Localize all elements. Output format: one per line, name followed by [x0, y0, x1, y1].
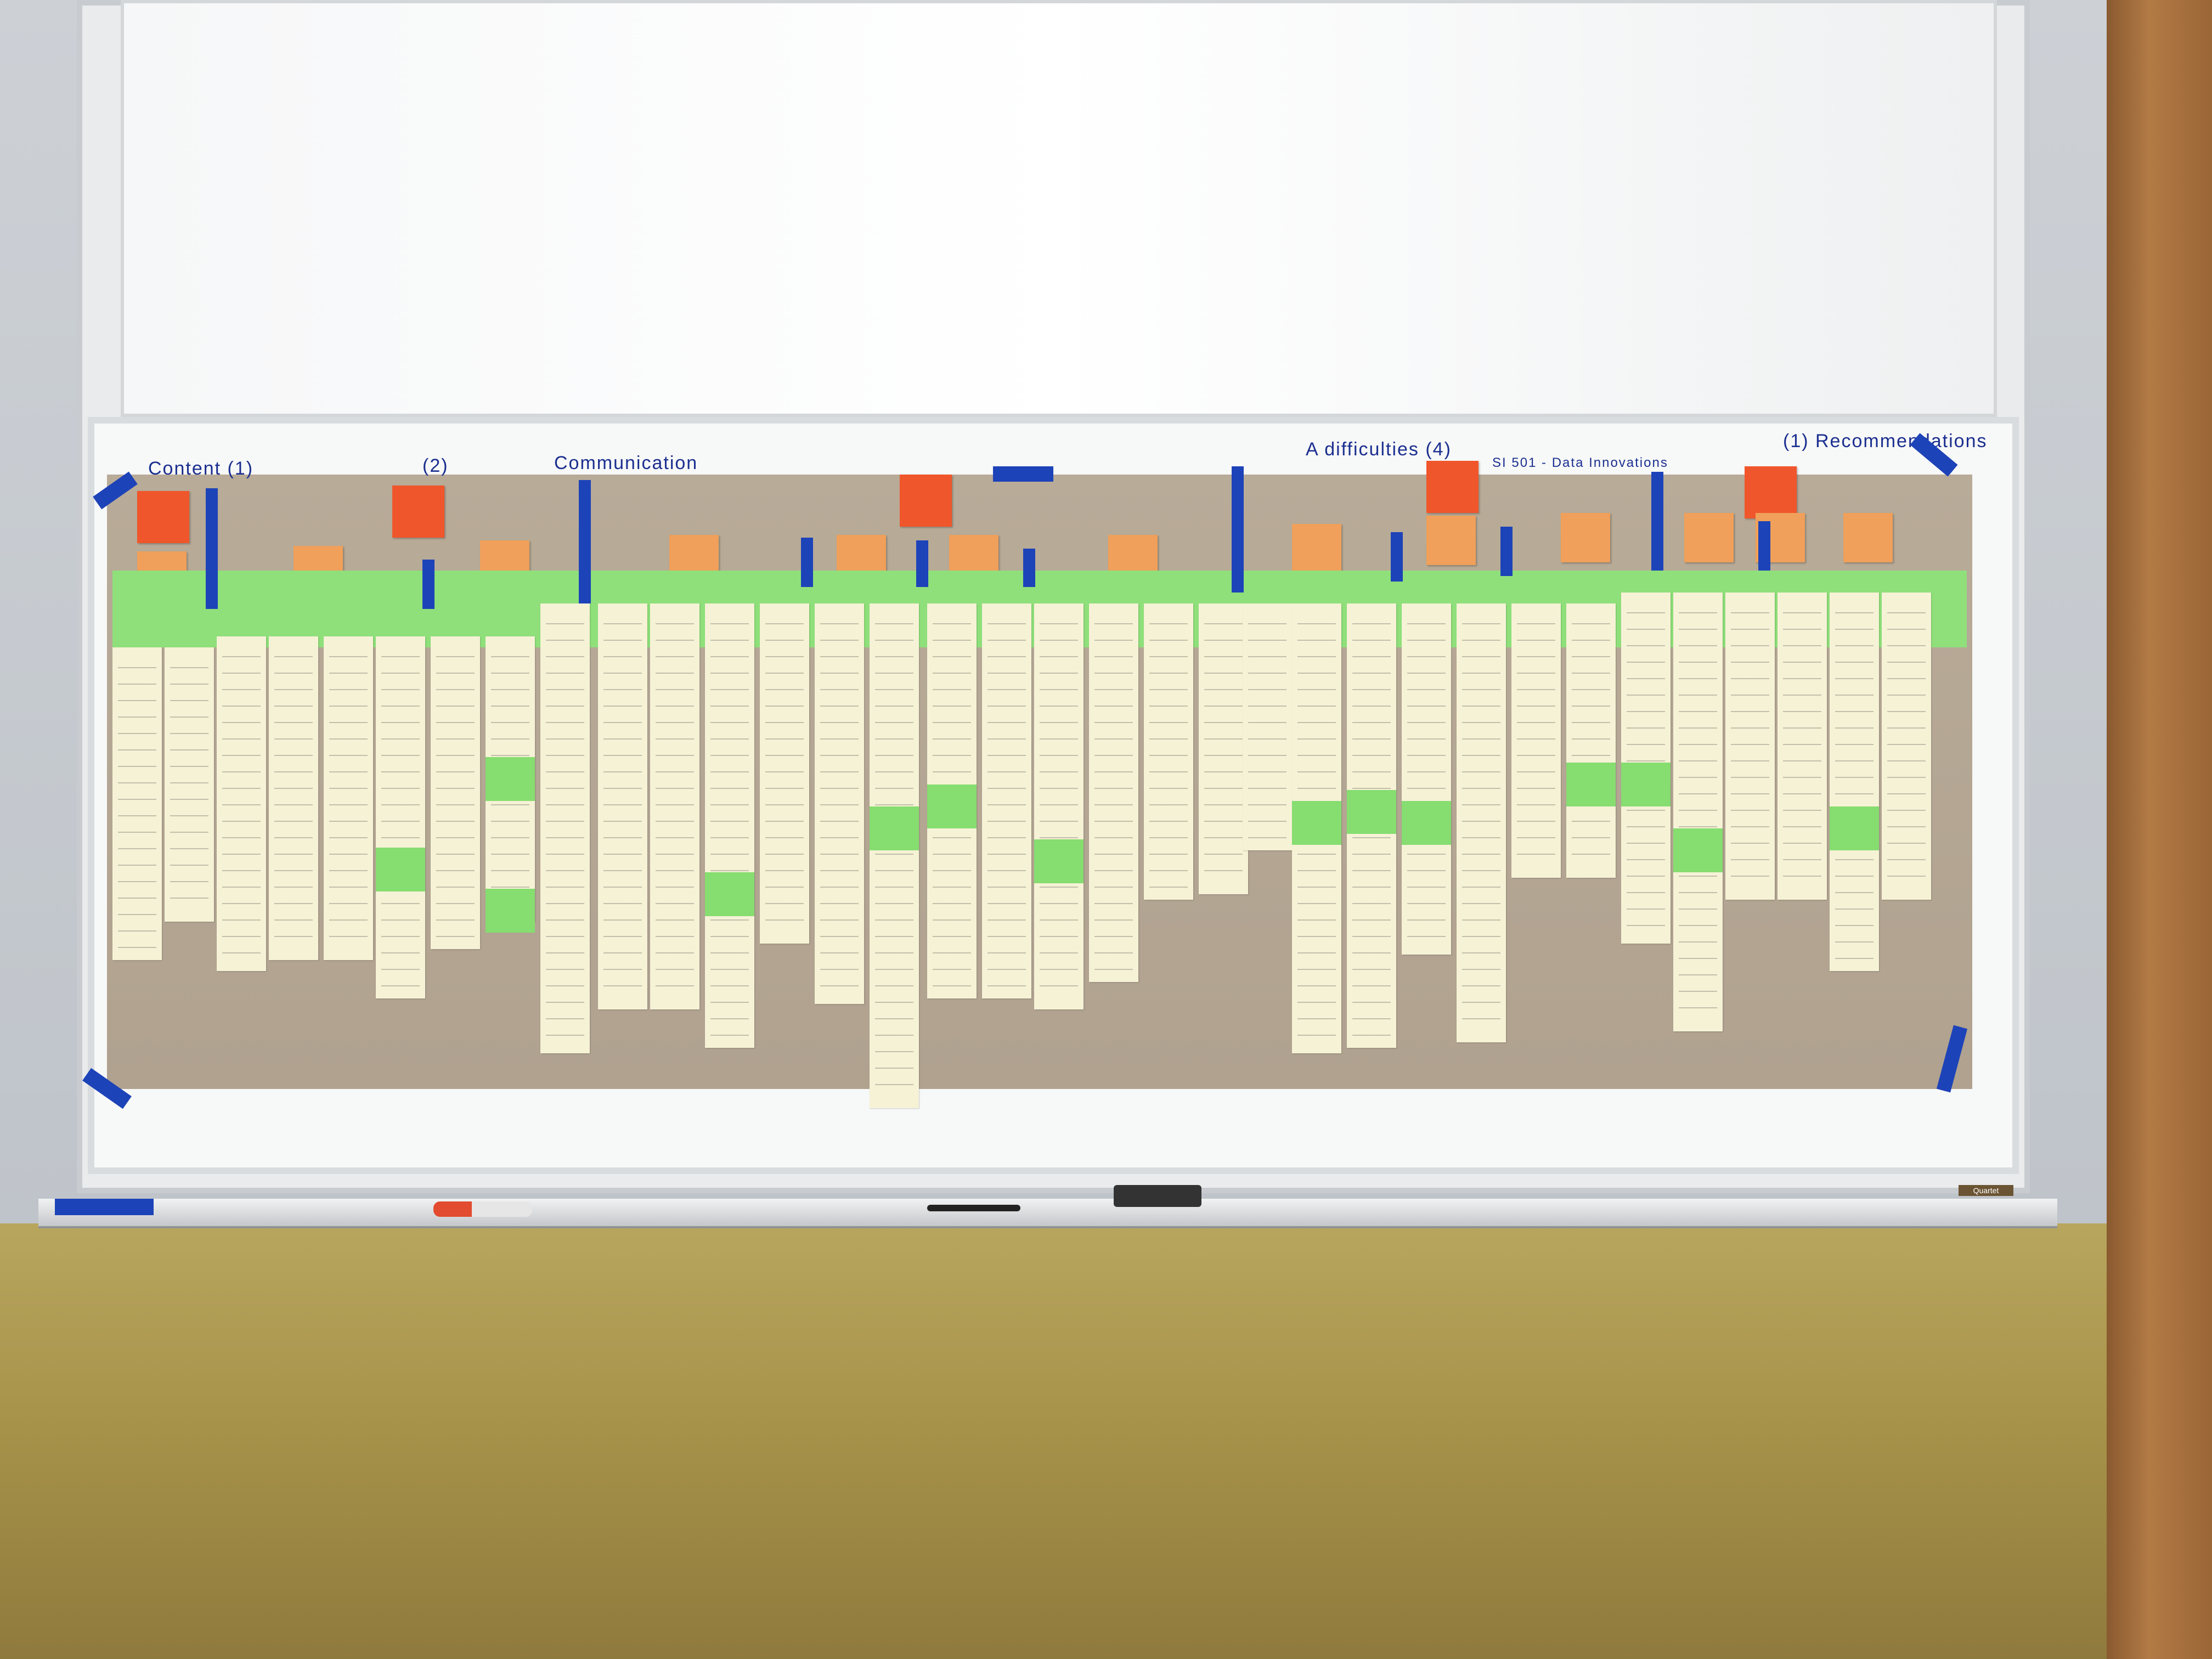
- black-pen: [927, 1205, 1020, 1211]
- sticky-column: [1511, 603, 1561, 878]
- divider-tape: [206, 488, 218, 609]
- green-sticky-note: [1347, 790, 1396, 834]
- sticky-column: [1457, 603, 1506, 1042]
- sticky-column: [705, 603, 754, 1048]
- upper-whiteboard: [121, 0, 1997, 417]
- sticky-column: [1882, 592, 1931, 900]
- heading-difficulties: A difficulties (4): [1306, 439, 1452, 460]
- sticky-column: [598, 603, 647, 1009]
- heading-course: SI 501 - Data Innovations: [1492, 455, 1668, 470]
- divider-tape: [801, 538, 813, 587]
- sticky-column: [982, 603, 1031, 998]
- red-sticky-note: [1426, 461, 1479, 513]
- divider-tape: [579, 480, 591, 603]
- orange-sticky-note: [1843, 513, 1893, 562]
- tray-brand-label: Quartet: [1959, 1185, 2013, 1196]
- board-eraser: [1114, 1185, 1201, 1207]
- sticky-column: [815, 603, 864, 1004]
- green-sticky-note: [927, 785, 977, 828]
- orange-sticky-note: [1426, 516, 1476, 565]
- green-sticky-note: [1402, 801, 1451, 845]
- divider-tape: [916, 540, 928, 587]
- sticky-column: [1830, 592, 1879, 971]
- divider-tape: [1500, 527, 1513, 576]
- sticky-column: [1778, 592, 1827, 900]
- green-sticky-note: [1292, 801, 1341, 845]
- marker-tray: [38, 1199, 2057, 1228]
- sticky-column: [324, 636, 373, 960]
- heading-content: Content (1): [148, 458, 254, 479]
- heading-recommendations: (1) Recommendations: [1783, 431, 1988, 452]
- sticky-column: [650, 603, 699, 1009]
- red-marker: [433, 1201, 532, 1217]
- green-sticky-note: [376, 848, 425, 891]
- sticky-column: [760, 603, 809, 944]
- wooden-door: [2107, 0, 2212, 1659]
- sticky-column: [1402, 603, 1451, 955]
- divider-tape: [1391, 532, 1403, 582]
- orange-sticky-note: [1561, 513, 1610, 562]
- divider-tape: [1651, 472, 1663, 571]
- sticky-column: [870, 603, 919, 1108]
- sticky-column: [1199, 603, 1248, 894]
- red-sticky-note: [137, 491, 189, 543]
- red-sticky-note: [1745, 466, 1797, 518]
- sticky-column: [431, 636, 480, 949]
- green-sticky-note: [1034, 839, 1084, 883]
- blue-tape: [993, 466, 1053, 482]
- sticky-column: [540, 603, 590, 1053]
- green-sticky-note: [870, 806, 919, 850]
- sticky-column: [217, 636, 266, 971]
- sticky-column: [1566, 603, 1616, 878]
- divider-tape: [1758, 521, 1770, 571]
- green-sticky-note: [1621, 763, 1671, 806]
- divider-tape: [422, 560, 435, 609]
- sticky-column: [1034, 603, 1084, 1009]
- heading-communication: Communication: [554, 453, 698, 473]
- orange-sticky-note: [1684, 513, 1734, 562]
- sticky-column: [269, 636, 318, 960]
- divider-tape: [1023, 549, 1035, 587]
- green-sticky-note: [1830, 806, 1879, 850]
- blue-tape: [55, 1199, 154, 1215]
- green-sticky-note: [486, 757, 535, 801]
- green-sticky-note: [1566, 763, 1616, 806]
- red-sticky-note: [900, 475, 952, 527]
- sticky-column: [1673, 592, 1723, 1031]
- orange-sticky-note: [1292, 524, 1341, 573]
- sticky-column: [1243, 603, 1292, 850]
- sticky-column: [112, 647, 162, 960]
- sticky-column: [165, 647, 214, 922]
- sticky-column: [1089, 603, 1138, 982]
- green-sticky-note: [486, 889, 535, 933]
- divider-tape: [1232, 466, 1244, 592]
- red-sticky-note: [392, 486, 444, 538]
- heading-2: (2): [422, 455, 449, 476]
- green-sticky-note: [705, 872, 754, 916]
- green-sticky-note: [1673, 828, 1723, 872]
- sticky-column: [376, 636, 425, 998]
- sticky-column: [1725, 592, 1775, 900]
- sticky-column: [1144, 603, 1193, 900]
- lower-wall-panel: [0, 1223, 2212, 1659]
